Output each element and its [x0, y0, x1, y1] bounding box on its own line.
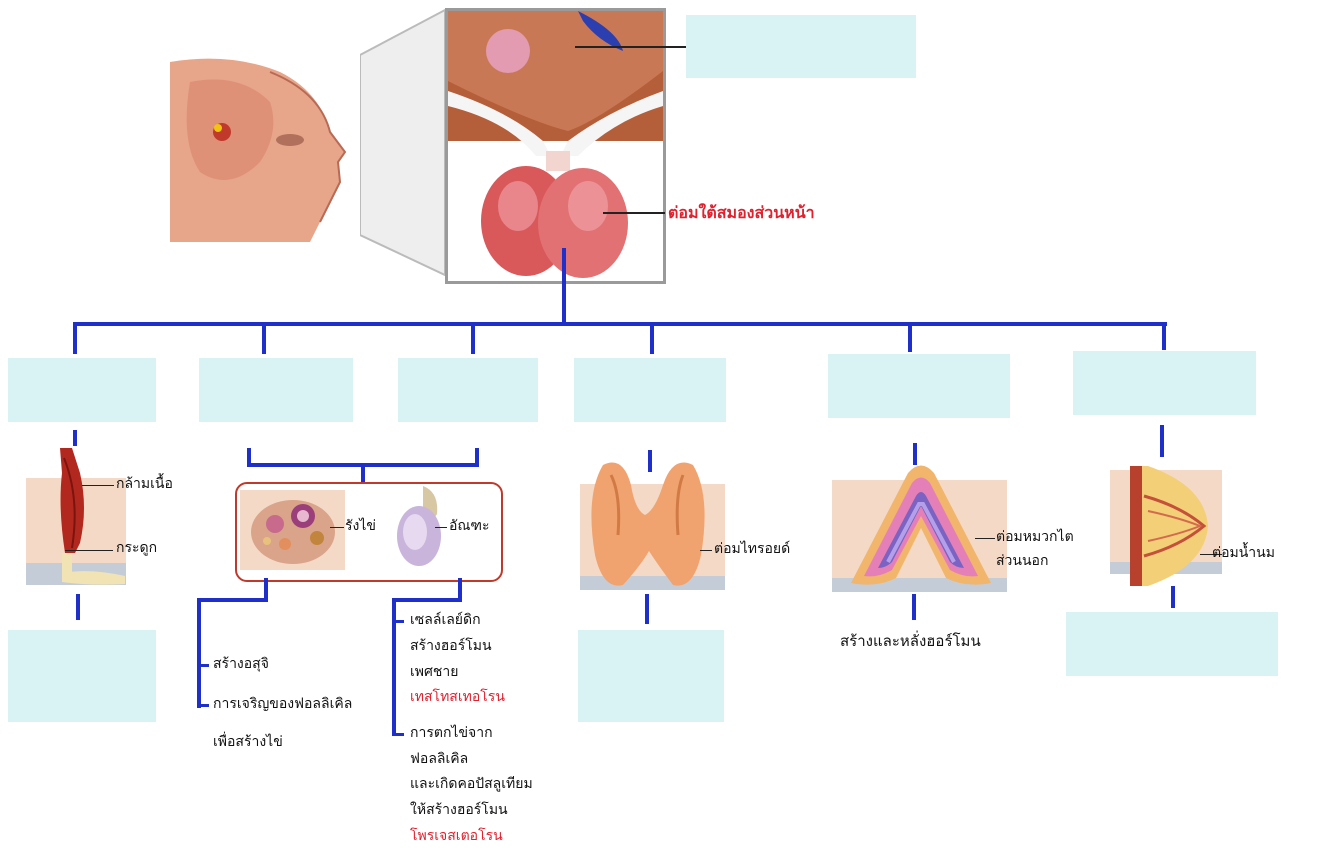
ovary-label: รังไข่ [345, 518, 376, 536]
bone-label: กระดูก [116, 540, 157, 558]
progesterone-label: โพรเจสเตอโรน [410, 828, 503, 846]
blank-box-hormone-1 [8, 358, 156, 422]
testis-label: อัณฑะ [449, 518, 490, 536]
leydig-effect-1: เซลล์เลย์ดิก [410, 612, 481, 630]
thyroid-label: ต่อมไทรอยด์ [714, 541, 790, 559]
ovulation-effect-3: และเกิดคอปัสลูเทียม [410, 776, 533, 794]
mammary-illustration [1120, 466, 1210, 586]
blank-box-effect-1 [8, 630, 156, 722]
leydig-effect-2: สร้างฮอร์โมน [410, 638, 492, 656]
muscle-label: กล้ามเนื้อ [116, 476, 173, 494]
ovulation-effect-4: ให้สร้างฮอร์โมน [410, 802, 508, 820]
blank-box-effect-6 [1066, 612, 1278, 676]
face-illustration [170, 52, 370, 242]
mammary-label: ต่อมน้ำนม [1212, 545, 1275, 563]
ovulation-effect-1: การตกไข่จาก [410, 725, 493, 743]
adrenal-illustration [846, 458, 996, 593]
adrenal-label-cont: ส่วนนอก [996, 553, 1048, 571]
ovary-illustration [245, 486, 345, 570]
blank-box-hormone-6 [1073, 351, 1256, 415]
sperm-effect: สร้างอสุจิ [213, 656, 269, 674]
blank-box-hypothalamus [686, 15, 916, 78]
muscle-illustration [50, 448, 130, 588]
follicle-effect: การเจริญของฟอลลิเคิล [213, 696, 352, 714]
blank-box-hormone-2 [199, 358, 353, 422]
pituitary-label: ต่อมใต้สมองส่วนหน้า [668, 203, 815, 223]
blank-box-hormone-3 [398, 358, 538, 422]
blank-box-effect-4 [578, 630, 724, 722]
adrenal-label: ต่อมหมวกไต [996, 529, 1074, 547]
follicle-effect-cont: เพื่อสร้างไข่ [213, 734, 283, 752]
adrenal-effect: สร้างและหลั่งฮอร์โมน [840, 632, 981, 651]
testosterone-label: เทสโทสเทอโรน [410, 689, 505, 707]
blank-box-hormone-5 [828, 354, 1010, 418]
zoom-wedge [360, 5, 455, 280]
pituitary-illustration [445, 8, 666, 284]
leydig-effect-3: เพศชาย [410, 664, 458, 682]
thyroid-illustration [583, 455, 713, 593]
ovulation-effect-2: ฟอลลิเคิล [410, 751, 468, 769]
blank-box-hormone-4 [574, 358, 726, 422]
